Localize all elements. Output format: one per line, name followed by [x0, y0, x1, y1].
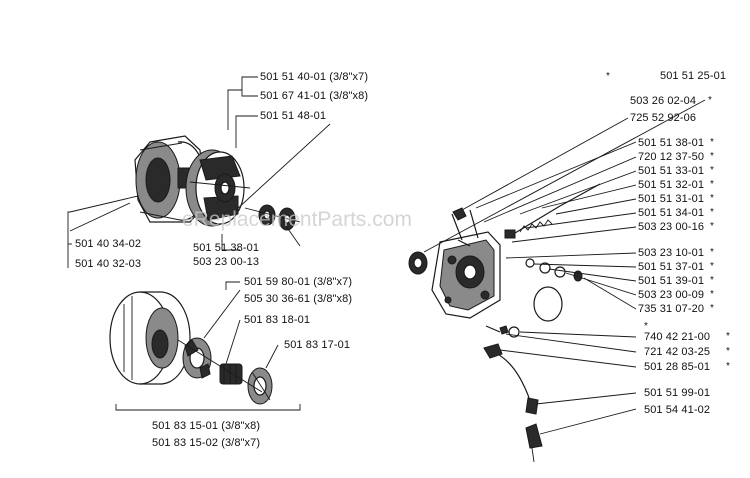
- clutch-drum-drawing: [134, 135, 206, 223]
- part-label: 501 51 40-01 (3/8"x7): [260, 71, 369, 83]
- part-label: 501 83 18-01: [244, 314, 311, 326]
- part-label: 735 31 07-20: [638, 303, 705, 315]
- needle-bearing-drawing: [219, 363, 243, 385]
- star-mark: *: [710, 303, 714, 314]
- clutch-shoes-drawing: [185, 149, 251, 227]
- star-mark: *: [710, 193, 714, 204]
- part-label: 501 51 38-01: [193, 242, 260, 254]
- part-label: 501 40 32-03: [75, 258, 142, 270]
- star-mark: *: [710, 179, 714, 190]
- part-label: 501 51 37-01: [638, 261, 705, 273]
- part-label: 501 83 15-02 (3/8"x7): [152, 437, 261, 449]
- sprocket-drum-drawing: [109, 291, 191, 385]
- part-label: 501 59 80-01 (3/8"x7): [244, 276, 353, 288]
- washer-lower-drawing: [247, 367, 273, 405]
- star-mark: *: [644, 321, 648, 332]
- bolts-drawing: [452, 207, 509, 335]
- part-label: 501 51 33-01: [638, 165, 705, 177]
- brake-cover-drawing: [431, 231, 501, 319]
- star-mark: *: [710, 289, 714, 300]
- sprocket-rim-drawing: [182, 337, 212, 379]
- star-mark: *: [710, 165, 714, 176]
- star-mark: *: [708, 95, 712, 106]
- star-mark: *: [710, 261, 714, 272]
- star-mark: *: [726, 331, 730, 342]
- star-mark: *: [710, 221, 714, 232]
- part-label: 740 42 21-00: [644, 331, 711, 343]
- part-label: 501 54 41-02: [644, 404, 711, 416]
- part-label: 501 83 17-01: [284, 339, 351, 351]
- part-label: 505 30 36-61 (3/8"x8): [244, 293, 353, 305]
- star-mark: *: [726, 361, 730, 372]
- part-label: 503 23 00-13: [193, 256, 260, 268]
- star-mark: *: [710, 275, 714, 286]
- leader-lines: [67, 76, 706, 435]
- part-label: 503 23 10-01: [638, 247, 705, 259]
- part-label: 503 26 02-04: [630, 95, 697, 107]
- sprocket-left-drawing: [408, 251, 428, 275]
- part-label: 720 12 37-50: [638, 151, 705, 163]
- part-label: 501 51 48-01: [260, 110, 327, 122]
- part-label: 501 51 31-01: [638, 193, 705, 205]
- watermark: eReplacementParts.com: [182, 208, 412, 231]
- small-washers-right-drawing: [508, 258, 583, 338]
- part-label: 501 67 41-01 (3/8"x8): [260, 90, 369, 102]
- part-label: 503 23 00-16: [638, 221, 705, 233]
- clutch-washers-drawing: [244, 204, 301, 231]
- part-label: 501 40 34-02: [75, 238, 142, 250]
- part-label: 501 51 38-01: [638, 137, 705, 149]
- part-label: 501 51 25-01: [660, 70, 727, 82]
- part-label: 501 51 34-01: [638, 207, 705, 219]
- star-mark: *: [726, 346, 730, 357]
- part-label: 501 83 15-01 (3/8"x8): [152, 420, 261, 432]
- part-label: 503 23 00-09: [638, 289, 705, 301]
- star-mark: *: [710, 137, 714, 148]
- part-label: 501 28 85-01: [644, 361, 711, 373]
- part-label: 725 52 92-06: [630, 112, 697, 124]
- part-label: 501 51 32-01: [638, 179, 705, 191]
- star-mark: *: [710, 207, 714, 218]
- part-label: 721 42 03-25: [644, 346, 711, 358]
- brake-spring-drawing: [451, 183, 601, 241]
- part-label: 501 51 39-01: [638, 275, 705, 287]
- oil-pipe-drawing: [483, 343, 543, 463]
- star-mark: *: [710, 247, 714, 258]
- part-label: 501 51 99-01: [644, 387, 711, 399]
- star-mark: *: [710, 151, 714, 162]
- star-mark: *: [606, 71, 610, 82]
